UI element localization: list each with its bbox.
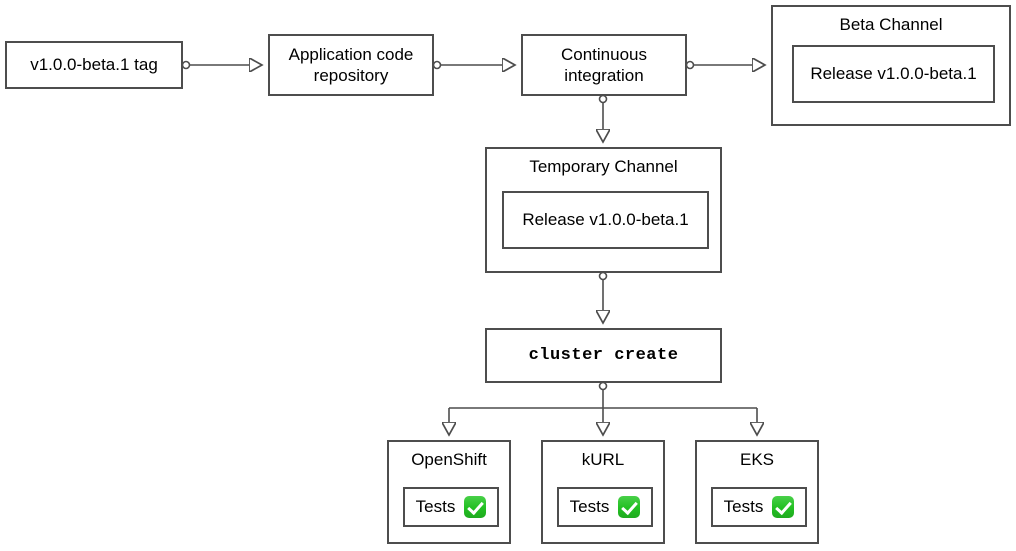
edge-cluster-create-to-targets	[449, 381, 757, 436]
node-continuous-integration-label: Continuous integration	[560, 44, 647, 85]
check-mark-button-icon	[618, 496, 641, 518]
kurl-tests-box[interactable]: Tests	[557, 487, 653, 527]
beta-channel-title: Beta Channel	[839, 15, 943, 34]
node-temporary-channel[interactable]: Temporary Channel Release v1.0.0-beta.1	[485, 147, 722, 273]
node-tag[interactable]: v1.0.0-beta.1 tag	[5, 41, 183, 89]
node-continuous-integration[interactable]: Continuous integration	[521, 34, 687, 96]
node-eks[interactable]: EKS Tests	[695, 440, 819, 544]
beta-channel-release-label: Release v1.0.0-beta.1	[810, 64, 977, 84]
node-application-code-repository-label: Application code repository	[288, 44, 414, 85]
node-cluster-create-label: cluster create	[528, 345, 679, 365]
beta-channel-release-box[interactable]: Release v1.0.0-beta.1	[792, 45, 995, 103]
node-kurl[interactable]: kURL Tests	[541, 440, 665, 544]
temporary-channel-release-label: Release v1.0.0-beta.1	[522, 210, 689, 230]
check-mark-button-icon	[464, 496, 487, 518]
eks-tests-label: Tests	[723, 497, 764, 517]
openshift-tests-row: Tests	[416, 496, 487, 518]
node-beta-channel[interactable]: Beta Channel Release v1.0.0-beta.1	[771, 5, 1011, 126]
temporary-channel-title: Temporary Channel	[529, 157, 678, 176]
node-application-code-repository[interactable]: Application code repository	[268, 34, 434, 96]
kurl-tests-label: Tests	[569, 497, 610, 517]
eks-title: EKS	[739, 450, 775, 469]
edge-temporary-channel-to-cluster-create	[600, 271, 607, 324]
kurl-title: kURL	[581, 450, 625, 469]
edge-ci-to-beta-channel	[685, 62, 766, 69]
edge-repo-to-ci	[432, 62, 516, 69]
kurl-tests-row: Tests	[570, 496, 641, 518]
eks-tests-box[interactable]: Tests	[711, 487, 807, 527]
openshift-tests-label: Tests	[415, 497, 456, 517]
node-tag-label: v1.0.0-beta.1 tag	[30, 55, 158, 75]
openshift-title: OpenShift	[411, 450, 487, 469]
temporary-channel-release-box[interactable]: Release v1.0.0-beta.1	[502, 191, 709, 249]
edge-tag-to-repo	[181, 62, 263, 69]
edge-ci-to-temporary-channel	[600, 94, 607, 143]
node-cluster-create[interactable]: cluster create	[485, 328, 722, 383]
eks-tests-row: Tests	[724, 496, 795, 518]
openshift-tests-box[interactable]: Tests	[403, 487, 499, 527]
node-openshift[interactable]: OpenShift Tests	[387, 440, 511, 544]
check-mark-button-icon	[772, 496, 795, 518]
